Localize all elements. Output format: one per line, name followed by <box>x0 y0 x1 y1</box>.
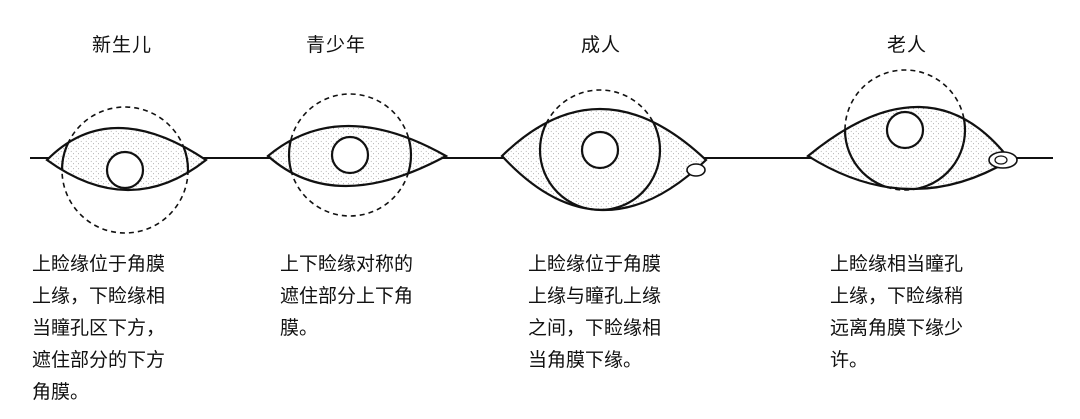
caption-adult: 上睑缘位于角膜 上缘与瞳孔上缘 之间，下睑缘相 当角膜下缘。 <box>528 253 662 371</box>
stage-title-elderly: 老人 <box>887 34 928 56</box>
adult-pupil <box>580 130 620 170</box>
stage-title-newborn: 新生儿 <box>92 34 153 56</box>
newborn-eyelid-outline <box>45 126 208 192</box>
elderly-caruncle <box>988 151 1018 169</box>
adult-caruncle <box>686 163 706 177</box>
caption-newborn: 上睑缘位于角膜 上缘，下睑缘相 当瞳孔区下方， 遮住部分的下方 角膜。 <box>32 253 166 403</box>
caption-elderly: 上睑缘相当瞳孔 上缘，下睑缘稍 远离角膜下缘少 许。 <box>830 253 964 371</box>
stage-title-adult: 成人 <box>581 34 622 56</box>
newborn-eye <box>45 106 208 234</box>
adolescent-eyelid-outline <box>266 125 449 187</box>
adult-eyelid-outline <box>500 107 708 212</box>
elderly-eye <box>806 69 1018 191</box>
newborn-pupil <box>105 150 145 190</box>
caption-adolescent: 上下睑缘对称的 遮住部分上下角 膜。 <box>280 253 414 339</box>
stage-title-adolescent: 青少年 <box>306 34 367 56</box>
elderly-caruncle-inner <box>994 155 1008 165</box>
adolescent-eye <box>266 93 449 217</box>
elderly-pupil <box>885 110 925 150</box>
adolescent-pupil <box>330 135 370 175</box>
adolescent-cornea <box>287 126 413 186</box>
adult-eye <box>500 89 708 212</box>
